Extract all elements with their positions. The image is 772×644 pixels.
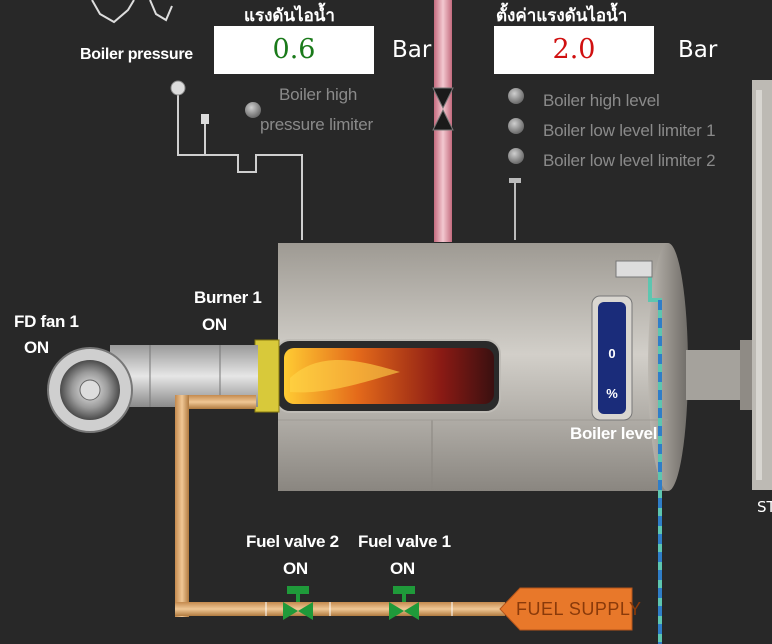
high-pressure-limiter-line1: Boiler high: [279, 85, 358, 104]
low-level-limiter-1-label: Boiler low level limiter 1: [543, 121, 716, 140]
boiler-level-unit: %: [606, 386, 618, 401]
fd-fan-status: ON: [24, 338, 49, 357]
partial-gauges: [91, 0, 173, 24]
level-sight-glass: [591, 295, 633, 421]
fd-fan-icon: [47, 347, 133, 433]
fuel-valve-1-icon: [389, 586, 419, 620]
pressure-impulse-line: [177, 95, 303, 240]
edge-label: ST: [757, 498, 772, 516]
boiler-high-level-indicator: [508, 88, 524, 104]
burner-name: Burner 1: [194, 288, 262, 307]
burner-status: ON: [202, 315, 227, 334]
fuel-supply-label: FUEL SUPPLY: [516, 599, 642, 619]
pressure-unit: Bar: [392, 37, 432, 63]
boiler-pressure-label: Boiler pressure: [80, 46, 193, 63]
low-level-limiter-1-indicator: [508, 118, 524, 134]
steam-valve: [432, 87, 454, 131]
setpoint-input[interactable]: 2.0: [494, 26, 654, 74]
pressure-gauge-icon: [170, 80, 186, 96]
fuel-supply-arrow: [499, 587, 633, 631]
burner-collar: [254, 339, 280, 413]
exhaust-outlet: [686, 80, 772, 490]
fuel-valve-2-name: Fuel valve 2: [246, 532, 339, 551]
boiler-level-value: 0: [608, 346, 616, 361]
low-level-limiter-2-indicator: [508, 148, 524, 164]
fd-fan-name: FD fan 1: [14, 312, 79, 331]
fuel-valve-2-status: ON: [283, 559, 308, 578]
fuel-pipe: [175, 395, 505, 617]
high-pressure-limiter-line2: pressure limiter: [260, 115, 373, 134]
setpoint-title: ตั้งค่าแรงดันไอน้ำ: [496, 6, 628, 26]
pressure-readout-title: แรงดันไอน้ำ: [244, 6, 335, 26]
high-pressure-limiter-indicator: [245, 102, 261, 118]
fuel-valve-2-icon: [283, 586, 313, 620]
level-signal-line: [615, 260, 662, 644]
combustion-chamber: [275, 339, 501, 413]
fuel-valve-1-name: Fuel valve 1: [358, 532, 451, 551]
boiler-level-label: Boiler level: [570, 424, 658, 443]
pressure-value-display: 0.6: [214, 26, 374, 74]
low-level-limiter-2-label: Boiler low level limiter 2: [543, 151, 716, 170]
fuel-valve-1-status: ON: [390, 559, 415, 578]
setpoint-unit: Bar: [678, 37, 718, 63]
boiler-high-level-label: Boiler high level: [543, 91, 660, 110]
pressure-switch-icon: [201, 114, 209, 124]
